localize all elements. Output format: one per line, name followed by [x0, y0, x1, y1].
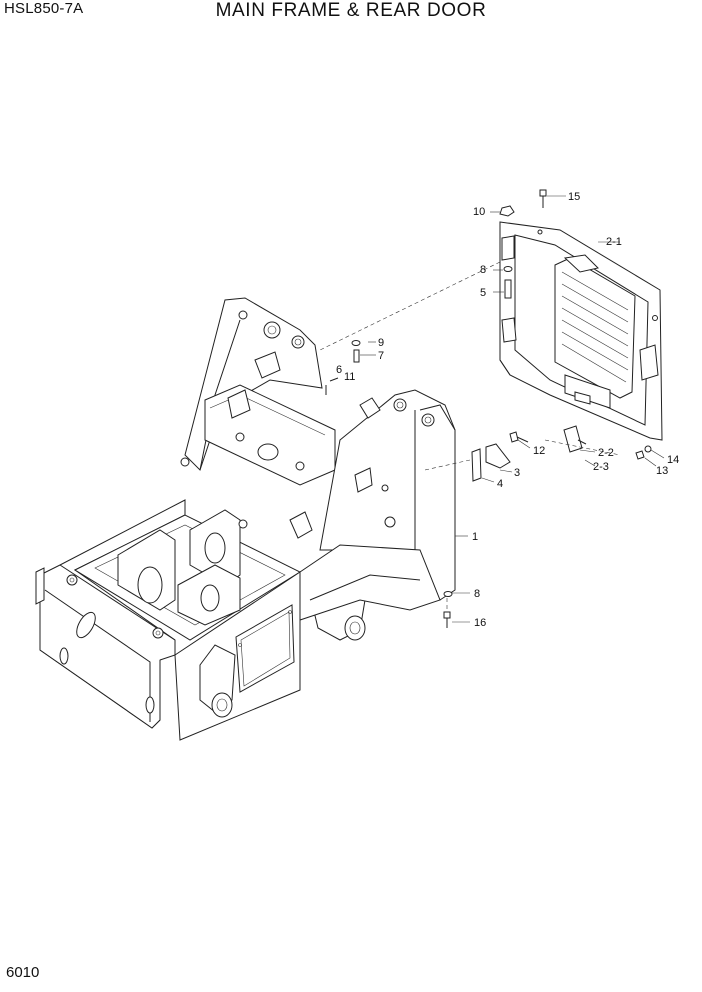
model-code: HSL850-7A [4, 0, 84, 17]
callout-8-upper: 8 [480, 264, 486, 276]
page-title: MAIN FRAME & REAR DOOR [215, 0, 487, 21]
callout-2-3: 2-3 [593, 461, 609, 473]
callout-7: 7 [378, 350, 384, 362]
callout-14: 14 [667, 454, 679, 466]
callout-12: 12 [533, 445, 545, 457]
leader-lines [319, 195, 665, 623]
callout-5: 5 [480, 287, 486, 299]
callout-2-2: 2-2 [598, 447, 614, 459]
callout-9: 9 [378, 337, 384, 349]
main-frame [35, 297, 456, 741]
callout-15: 15 [568, 191, 580, 203]
callouts: 1 2-1 2-2 2-3 3 4 5 6 7 8 8 9 10 11 12 1… [336, 191, 679, 629]
callout-1: 1 [472, 531, 478, 543]
callout-6: 6 [336, 364, 342, 376]
callout-10: 10 [473, 206, 485, 218]
callout-16: 16 [474, 617, 486, 629]
small-parts [325, 189, 652, 628]
page-number: 6010 [6, 964, 40, 981]
callout-13: 13 [656, 465, 668, 477]
callout-8-lower: 8 [474, 588, 480, 600]
rear-door [499, 221, 663, 441]
callout-3: 3 [514, 467, 520, 479]
callout-4: 4 [497, 478, 503, 490]
callout-2-1: 2-1 [606, 236, 622, 248]
callout-11: 11 [344, 371, 355, 383]
